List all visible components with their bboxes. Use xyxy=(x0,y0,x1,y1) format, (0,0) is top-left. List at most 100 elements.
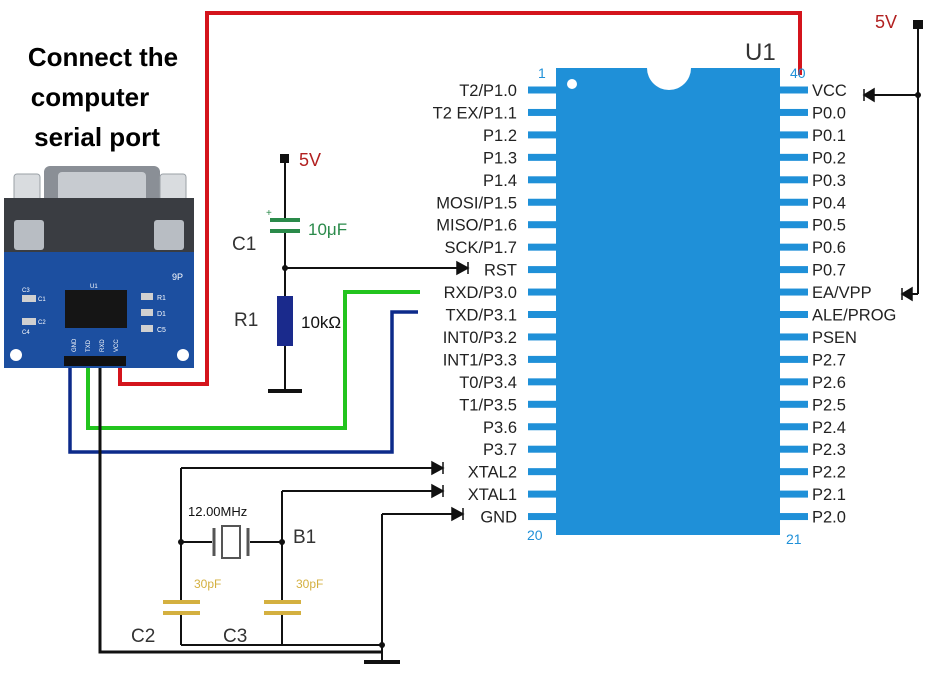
serial-module: 9P U1 C1 C2 C3 C4 R1 D1 C5 GND TXD RXD V… xyxy=(4,166,194,368)
gnd-wire-black xyxy=(98,364,382,654)
rst-arrow-icon xyxy=(456,260,470,276)
db9-bracket-left-hole xyxy=(14,220,44,250)
mcu-right-pin-label: P0.4 xyxy=(812,194,846,212)
c1-value: 10μF xyxy=(308,220,347,239)
mcu-right-pin-pad xyxy=(780,153,808,161)
mcu-right-pin-label: P2.2 xyxy=(812,464,846,482)
c2-name: C2 xyxy=(131,626,155,647)
mcu-right-pin-pad xyxy=(780,423,808,431)
pcb-pin-rxd: RXD xyxy=(100,339,106,352)
mcu-left-pin-pad xyxy=(528,333,556,341)
mcu-left-pin-pad xyxy=(528,131,556,139)
pcb-pad-r1 xyxy=(141,293,153,300)
heading-line-3: serial port xyxy=(34,122,160,152)
mcu-left-pin-pad xyxy=(528,243,556,251)
mcu-right-pin-pad xyxy=(780,243,808,251)
r1-resistor xyxy=(277,296,293,346)
pcb-hole-left xyxy=(10,349,22,361)
mcu-right-pin-pad xyxy=(780,445,808,453)
mcu-left-pin-pad xyxy=(528,266,556,274)
mcu-right-pin-label: VCC xyxy=(812,82,847,100)
mcu-right-pin-pad xyxy=(780,311,808,318)
mcu-right-pin-label: P0.6 xyxy=(812,239,846,257)
mcu-left-pin-label: MOSI/P1.5 xyxy=(436,194,517,212)
mcu-pin1-dot xyxy=(567,79,577,89)
mcu-right-pin-label: EA/VPP xyxy=(812,284,872,302)
mcu-left-pin-pad xyxy=(528,468,556,476)
vcc-wire-red xyxy=(118,11,802,386)
mcu-left-pin-pad xyxy=(528,490,556,498)
mcu-right-pin-label: P2.7 xyxy=(812,351,846,369)
pcb-silk-c4: C4 xyxy=(22,330,30,336)
c1-supply-terminal xyxy=(280,154,289,163)
mcu-left-pin-label: T2/P1.0 xyxy=(459,82,517,100)
mcu-notch xyxy=(647,68,691,90)
mcu-right-pin-label: P2.3 xyxy=(812,441,846,459)
mcu-left-pin-label: P3.7 xyxy=(483,441,517,459)
pcb-silk-c5: C5 xyxy=(157,327,166,334)
mcu-right-pin-label: P0.2 xyxy=(812,149,846,167)
mcu-left-pin-pad xyxy=(528,86,556,94)
c3-value: 30pF xyxy=(296,577,323,591)
crystal-body xyxy=(221,525,241,559)
mcu-right-pin-pad xyxy=(780,266,808,274)
pcb-silk-c2: C2 xyxy=(38,320,46,326)
mcu-right-pin-pad xyxy=(780,86,808,94)
cap-ground-dot xyxy=(379,642,385,648)
xtal2-arrow-icon xyxy=(431,460,445,476)
mcu-right-pin-pad xyxy=(780,400,808,408)
mcu-right-pin-label: PSEN xyxy=(812,329,857,347)
mcu-pin-number-20: 20 xyxy=(527,527,543,543)
pcb-pad-c2 xyxy=(22,318,36,325)
mcu-left-pin-label: INT1/P3.3 xyxy=(443,351,517,369)
pcb-silk-c3: C3 xyxy=(22,288,30,294)
mcu-left-pin-pad xyxy=(528,423,556,431)
mcu-left-pin-label: T2 EX/P1.1 xyxy=(433,104,517,122)
mcu-left-pin-label: TXD/P3.1 xyxy=(445,307,517,325)
mcu-right-pin-pad xyxy=(780,221,808,229)
mcu-left-pin-pad xyxy=(528,378,556,386)
r1-value: 10kΩ xyxy=(301,313,341,332)
ea-arrow-icon xyxy=(900,286,913,302)
pcb-hole-right xyxy=(177,349,189,361)
mcu-right-pin-pad xyxy=(780,176,808,184)
mcu-left-pin-pad xyxy=(528,445,556,453)
b1-name: B1 xyxy=(293,527,316,548)
c3-name: C3 xyxy=(223,626,247,647)
heading-line-2: computer xyxy=(31,82,149,112)
pcb-pad-c5 xyxy=(141,325,153,332)
db9-bracket-right-hole xyxy=(154,220,184,250)
mcu-right-pin-pad xyxy=(780,355,808,363)
pcb-silk-u1: U1 xyxy=(90,284,98,290)
vcc-junction-dot xyxy=(915,92,921,98)
r1-name: R1 xyxy=(234,310,258,331)
mcu-right-pin-pad xyxy=(780,333,808,341)
gnd-arrow-icon xyxy=(451,506,465,522)
pcb-pin-txd: TXD xyxy=(86,339,92,352)
mcu-left-pin-pad xyxy=(528,176,556,184)
c2-value: 30pF xyxy=(194,577,221,591)
mcu-right-pin-label: P2.6 xyxy=(812,374,846,392)
mcu-right-pin-label: P0.3 xyxy=(812,172,846,190)
pcb-pad-c1 xyxy=(22,295,36,302)
mcu-left-pin-label: XTAL2 xyxy=(468,464,517,482)
c1-name: C1 xyxy=(232,234,256,255)
mcu-left-pin-label: MISO/P1.6 xyxy=(436,217,517,235)
xtal1-arrow-icon xyxy=(431,483,445,499)
mcu-left-pin-label: T0/P3.4 xyxy=(459,374,517,392)
mcu-right-pin-label: P2.1 xyxy=(812,486,846,504)
mcu-right-pin-label: P2.4 xyxy=(812,419,846,437)
crystal-frequency: 12.00MHz xyxy=(188,504,247,519)
mcu-left-pin-pad xyxy=(528,288,556,296)
txd-wire-blue xyxy=(68,310,418,454)
pcb-pin-vcc: VCC xyxy=(114,339,120,352)
vcc-label-top: 5V xyxy=(875,12,897,32)
vcc-terminal xyxy=(913,20,923,29)
pcb-pad-d1 xyxy=(141,309,153,316)
mcu-right-pin-label: P0.0 xyxy=(812,104,846,122)
mcu-left-pin-pad xyxy=(528,311,556,318)
mcu-pin-number-21: 21 xyxy=(786,531,802,547)
max232-chip-icon xyxy=(65,290,127,328)
mcu-left-pin-label: SCK/P1.7 xyxy=(445,239,517,257)
mcu-left-pin-pad xyxy=(528,108,556,116)
